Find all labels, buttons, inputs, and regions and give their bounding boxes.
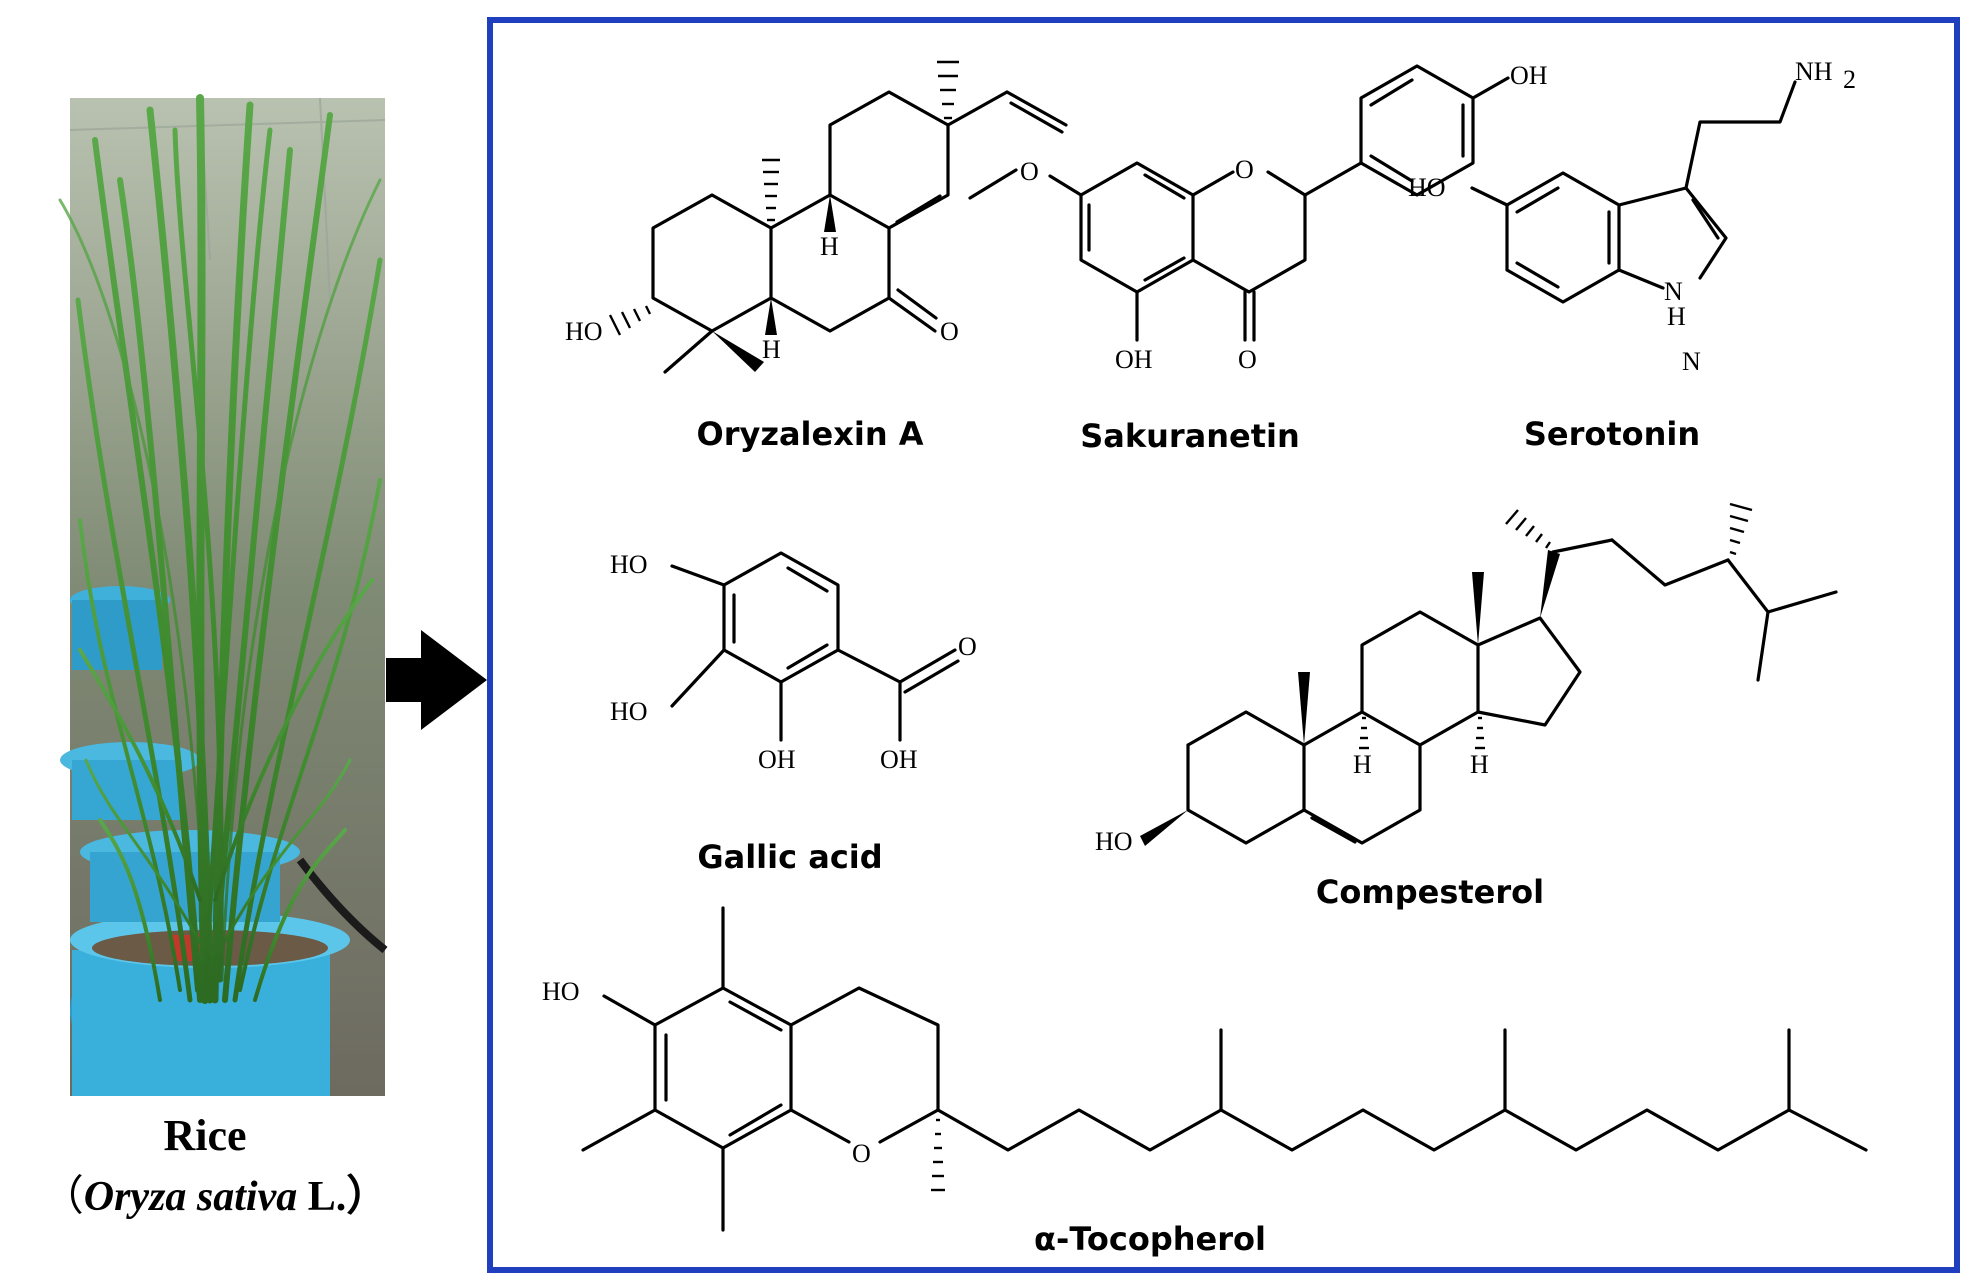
atom-N: N <box>1682 347 1701 376</box>
sci-genus-species: Oryza sativa <box>84 1174 298 1220</box>
atom-H: H <box>1470 750 1489 779</box>
atom-HO: HO <box>610 550 648 579</box>
compound-label-tocopherol: α-Tocopherol <box>1034 1220 1266 1258</box>
atom-OH: OH <box>1115 345 1153 374</box>
rice-leaves <box>58 94 383 1004</box>
atom-H: H <box>1667 302 1686 331</box>
atom-subscript-2: 2 <box>1843 65 1856 94</box>
atom-O: O <box>958 632 977 661</box>
atom-O: O <box>940 317 959 346</box>
sci-author: L.） <box>297 1173 388 1220</box>
atom-HO: HO <box>542 977 580 1006</box>
atom-NH: NH <box>1795 57 1833 86</box>
atom-H: H <box>1353 750 1372 779</box>
structure-compesterol: H H HO <box>1095 502 1838 856</box>
atom-HO: HO <box>1095 827 1133 856</box>
atom-HO: HO <box>565 317 603 346</box>
sci-open-paren: （ <box>42 1174 84 1220</box>
atom-H: H <box>762 335 781 364</box>
atom-O: O <box>1238 345 1257 374</box>
atom-H: H <box>820 232 839 261</box>
structure-serotonin: N N H NH 2 HO <box>1408 57 1856 376</box>
right-arrow-icon <box>386 630 487 730</box>
rice-photo <box>58 94 388 1096</box>
atom-O: O <box>1235 155 1254 184</box>
compound-label-sakuranetin: Sakuranetin <box>1080 417 1300 455</box>
atom-O: O <box>852 1139 871 1168</box>
compounds-frame <box>487 17 1960 1273</box>
atom-OH: OH <box>758 745 796 774</box>
compound-label-gallic-acid: Gallic acid <box>697 838 882 876</box>
atom-OH: OH <box>880 745 918 774</box>
structure-gallic-acid: O OH HO HO OH <box>610 550 977 774</box>
compound-label-compesterol: Compesterol <box>1316 873 1544 911</box>
structure-sakuranetin: O O OH O OH <box>968 61 1548 374</box>
compound-label-oryzalexin-a: Oryzalexin A <box>696 415 923 453</box>
plant-scientific-name: （Oryza sativa L.） <box>42 1173 389 1220</box>
atom-OH: OH <box>1510 61 1548 90</box>
atom-HO: HO <box>610 697 648 726</box>
atom-O: O <box>1020 157 1039 186</box>
atom-HO: HO <box>1408 173 1446 202</box>
compound-label-serotonin: Serotonin <box>1524 415 1700 453</box>
structure-tocopherol: O HO <box>542 906 1868 1232</box>
plant-name: Rice <box>163 1111 246 1160</box>
atom-NH: N <box>1664 277 1683 306</box>
structure-oryzalexin-a: O H H HO <box>565 60 1068 374</box>
